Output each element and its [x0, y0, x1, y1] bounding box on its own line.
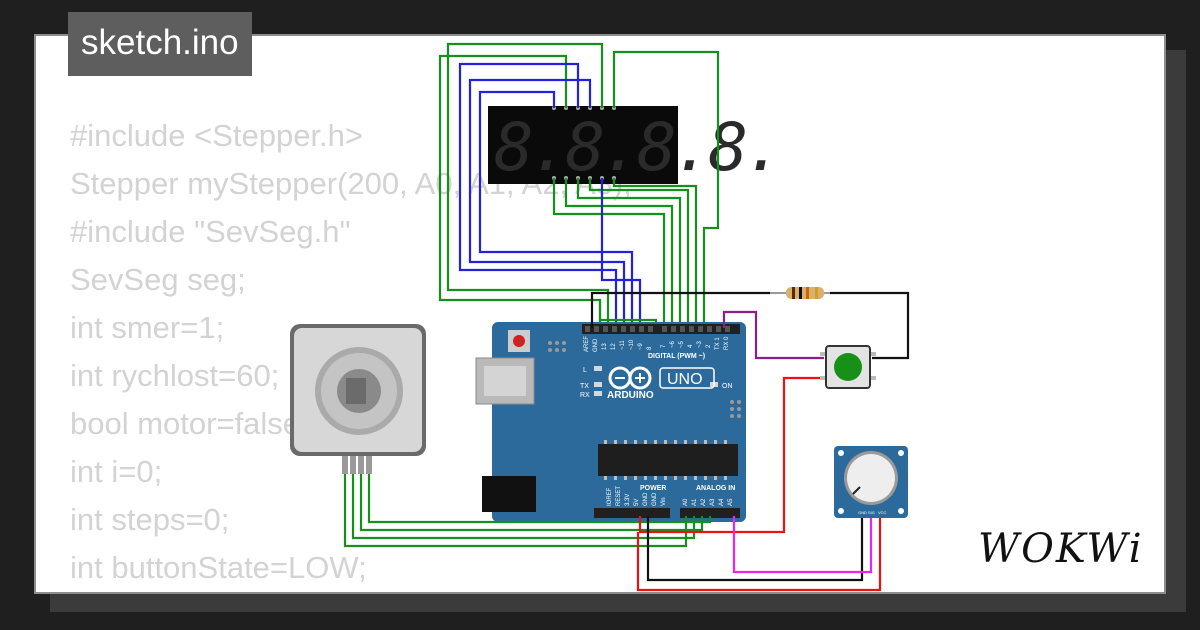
- analog-label: ANALOG IN: [696, 485, 735, 492]
- pin-label: ~5: [679, 340, 685, 348]
- button-wires: [590, 291, 910, 534]
- pot-wires: [636, 516, 882, 592]
- pin-label: RX 0: [724, 336, 730, 350]
- pin-label: AREF: [584, 336, 590, 352]
- pin-label: A4: [719, 498, 725, 506]
- code-line: int smer=1;: [70, 310, 225, 345]
- pot-pin-label: SIG: [868, 510, 875, 515]
- icsp-header: [548, 341, 741, 418]
- pin-label: 2: [706, 344, 712, 348]
- pin-label: 13: [602, 343, 608, 350]
- pot-pin-label: VCC: [878, 510, 887, 515]
- code-line: #include <Stepper.h>: [70, 118, 364, 153]
- model-label: UNO: [667, 371, 703, 388]
- pot-knob[interactable]: [847, 454, 895, 502]
- pin-label: A3: [710, 498, 716, 506]
- led-on-label: ON: [722, 383, 733, 390]
- pin-label: 3.3V: [625, 494, 631, 506]
- display-wires: [438, 42, 720, 328]
- pin-label: ~11: [620, 340, 626, 350]
- pin-label: ~3: [697, 340, 703, 348]
- wokwi-logo: WOKWi: [978, 526, 1144, 572]
- potentiometer[interactable]: GND SIG VCC: [834, 446, 908, 518]
- display-digits: 8.8.8.8.: [494, 109, 780, 186]
- led-rx-label: RX: [580, 392, 590, 399]
- pushbutton[interactable]: [820, 345, 876, 389]
- code-line: bool motor=false;: [70, 406, 309, 441]
- pin-label: 7: [661, 344, 667, 348]
- pin-label: GND: [643, 492, 649, 506]
- arduino-logo: [608, 366, 652, 390]
- pin-label: ~9: [638, 342, 644, 350]
- pin-label: ~10: [629, 339, 635, 350]
- code-preview: #include <Stepper.h> Stepper myStepper(2…: [70, 112, 632, 592]
- pin-label: GND: [652, 492, 658, 506]
- analog-header: [680, 508, 740, 518]
- pin-label: IOREF: [607, 487, 613, 506]
- power-label: POWER: [640, 485, 666, 492]
- pin-label: A1: [692, 498, 698, 506]
- stepper-motor[interactable]: [290, 324, 426, 474]
- digital-label: DIGITAL (PWM ~): [648, 353, 705, 360]
- code-line: int i=0;: [70, 454, 163, 489]
- code-line: #include "SevSeg.h": [70, 214, 351, 249]
- button-cap[interactable]: [834, 353, 862, 381]
- pin-label: Vin: [661, 497, 667, 506]
- pin-label: 12: [611, 343, 617, 350]
- stepper-wires: [343, 474, 712, 548]
- pin-label: 5V: [634, 499, 640, 506]
- arduino-uno-board[interactable]: AREF GND 13 12 ~11 ~10 ~9 8 7 ~6 ~5 4 ~3…: [475, 322, 746, 522]
- led-l-label: L: [583, 367, 587, 374]
- digital-header: [582, 324, 740, 334]
- microcontroller-chip: [598, 444, 738, 476]
- pin-label: TX 1: [715, 337, 721, 350]
- led-tx-label: TX: [580, 383, 589, 390]
- pot-pin-label: GND: [858, 510, 867, 515]
- resistor[interactable]: [770, 287, 830, 299]
- power-jack: [482, 476, 536, 512]
- pin-label: 4: [688, 344, 694, 348]
- code-line: int steps=0;: [70, 502, 230, 537]
- pin-label: 8: [647, 346, 653, 350]
- pin-label: A5: [728, 498, 734, 506]
- pin-label: A0: [683, 498, 689, 506]
- seven-segment-display[interactable]: 8.8.8.8.: [488, 106, 784, 186]
- power-header: [594, 508, 670, 518]
- pin-label: A2: [701, 498, 707, 506]
- file-tab[interactable]: sketch.ino: [68, 12, 252, 76]
- reset-button[interactable]: [513, 335, 525, 347]
- code-line: int buttonState=LOW;: [70, 550, 367, 585]
- code-line: SevSeg seg;: [70, 262, 246, 297]
- pin-label: ~6: [670, 340, 676, 348]
- brand-label: ARDUINO: [607, 390, 654, 401]
- pin-label: RESET: [616, 486, 622, 506]
- pin-label: GND: [593, 338, 599, 352]
- code-line: int rychlost=60;: [70, 358, 280, 393]
